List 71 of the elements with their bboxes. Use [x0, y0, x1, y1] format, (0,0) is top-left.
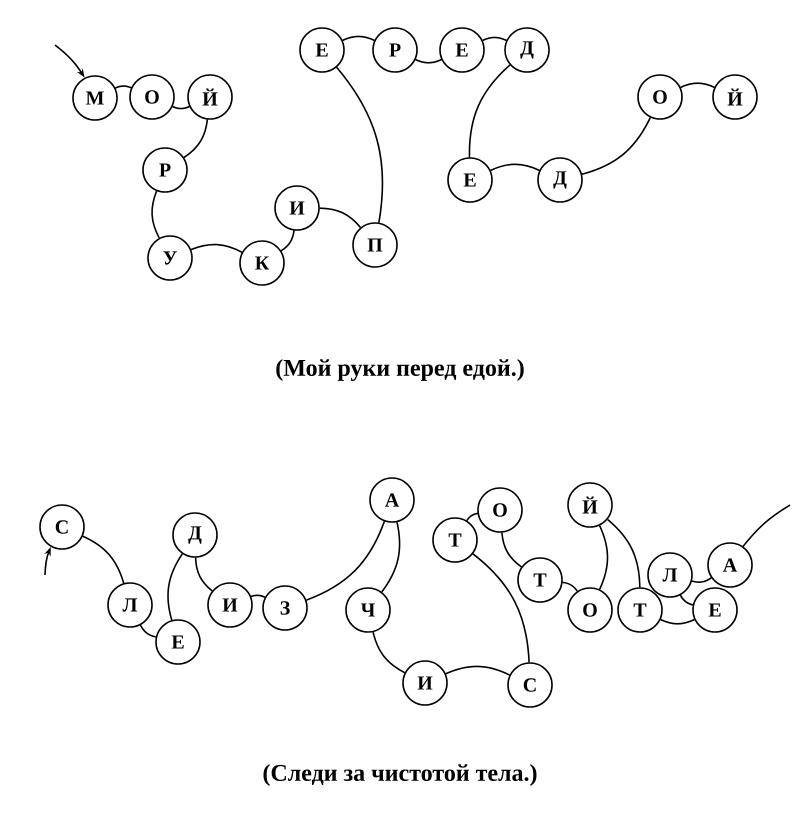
letter-loop: О	[567, 587, 613, 633]
thread-line	[306, 521, 386, 601]
letter-loop: Д	[504, 27, 550, 73]
letter-loop: Р	[372, 27, 418, 73]
letter-loop: Й	[567, 482, 613, 528]
thread-line	[336, 66, 384, 223]
thread-line	[82, 536, 124, 584]
thread-line	[472, 553, 530, 662]
letter-loop: А	[369, 477, 415, 523]
thread-line	[468, 64, 510, 158]
thread-line	[598, 525, 608, 590]
letter-loop: Й	[187, 74, 233, 120]
letter-loop: С	[507, 662, 553, 708]
letter-loop: Е	[692, 587, 738, 633]
thread-line	[490, 164, 540, 172]
thread-line	[466, 512, 478, 521]
thread-line	[194, 558, 213, 592]
letter-loop: П	[352, 222, 398, 268]
thread-line	[680, 594, 693, 606]
letter-loop: Т	[617, 587, 663, 633]
thread-line	[172, 106, 190, 110]
caption-text: (Мой руки перед едой.)	[276, 359, 524, 381]
thread-line	[562, 582, 578, 592]
letter-loop: Е	[155, 619, 201, 665]
thread-line	[190, 244, 242, 253]
thread-line	[372, 632, 406, 674]
caption-text: (Следи за чистотой тела.)	[264, 764, 536, 786]
thread-line	[250, 594, 266, 598]
letter-loop: О	[637, 74, 683, 120]
thread-line	[151, 190, 160, 238]
thread-line	[660, 618, 695, 625]
letter-loop: А	[707, 542, 753, 588]
letter-loop: И	[207, 582, 253, 628]
thread-line	[115, 85, 132, 89]
thread-line	[446, 666, 510, 676]
letter-loop: Й	[712, 74, 758, 120]
thread-line	[482, 36, 507, 42]
letter-loop: Р	[142, 147, 188, 193]
letter-loop: Л	[647, 552, 693, 598]
letter-loop: З	[262, 585, 308, 631]
thread-line	[415, 58, 442, 64]
letter-loop: Т	[517, 557, 563, 603]
letter-loop: Д	[537, 157, 583, 203]
thread-line	[320, 207, 362, 228]
letter-loop: И	[402, 660, 448, 706]
letter-loop: Ч	[345, 587, 391, 633]
letter-loop: Е	[447, 157, 493, 203]
thread-line	[607, 518, 641, 588]
thread-line	[742, 504, 790, 547]
thread-line	[167, 553, 183, 620]
thread-line	[692, 577, 712, 583]
letter-loop: Д	[172, 512, 218, 558]
thread-line	[342, 36, 375, 42]
letter-loop: К	[239, 240, 285, 286]
letter-loop: Е	[439, 27, 485, 73]
thread-line	[140, 624, 156, 638]
letter-loop: М	[72, 75, 118, 121]
thread-line	[680, 82, 715, 88]
thread-line	[501, 532, 522, 568]
thread-line	[280, 230, 295, 252]
letter-loop: У	[147, 235, 193, 281]
letter-loop: И	[274, 185, 320, 231]
letter-loop: О	[129, 74, 175, 120]
thread-line	[381, 522, 400, 592]
letter-loop: Е	[299, 27, 345, 73]
thread-line	[582, 117, 651, 175]
letter-loop: Л	[107, 582, 153, 628]
thread-line	[184, 120, 208, 158]
letter-loop: О	[477, 487, 523, 533]
letter-loop: Т	[432, 517, 478, 563]
letter-loop: С	[39, 504, 85, 550]
